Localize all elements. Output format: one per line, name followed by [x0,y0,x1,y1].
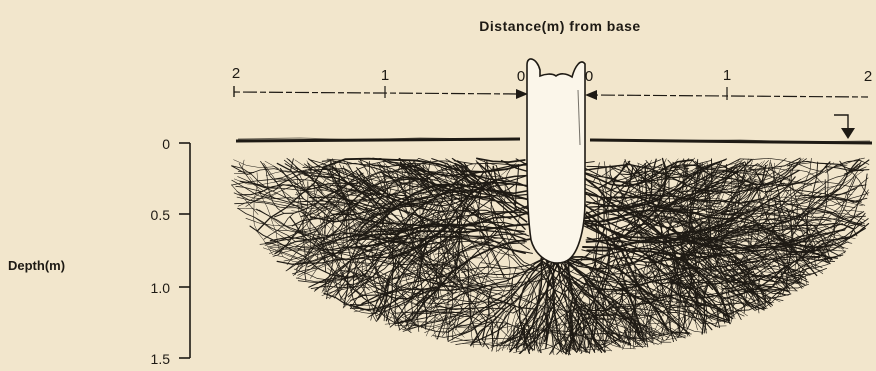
depth-axis [179,143,190,358]
depth-axis-title: Depth(m) [8,258,65,273]
distance-tick-right-2: 2 [864,68,872,85]
depth-tick-1-5: 1.5 [151,351,171,367]
distance-tick-left-2: 2 [232,65,240,82]
root-strand [534,334,535,349]
distance-tick-left-1: 1 [381,67,389,84]
diagram-title: Distance(m) from base [479,18,640,34]
distance-tick-right-1: 1 [723,67,731,84]
root-strand [265,161,279,169]
stem [527,59,585,263]
root-strand [546,316,547,347]
root-strand [238,172,253,173]
distance-tick-right-0: 0 [585,68,593,85]
root-strand [234,160,275,168]
root-strand [287,265,293,270]
distance-tick-left-0: 0 [517,68,525,85]
depth-tick-1-0: 1.0 [151,280,171,296]
root-strand [749,164,758,169]
water-level-marker [834,115,855,139]
depth-tick-0-5: 0.5 [151,207,171,223]
depth-tick-0: 0 [162,136,170,152]
